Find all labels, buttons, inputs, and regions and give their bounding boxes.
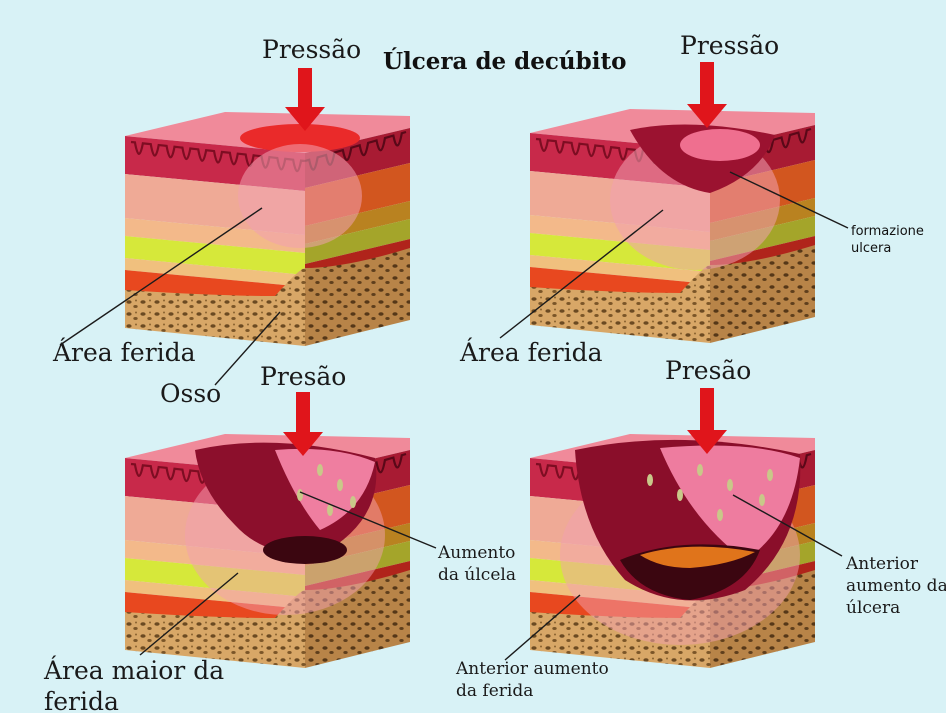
ulcer-surface	[680, 129, 760, 161]
tissue-fragment	[317, 464, 323, 476]
stage-1-bone-label: Osso	[160, 379, 221, 408]
stage-3-ulcer-label: Aumento da úlcela	[438, 542, 516, 586]
stage-4-ulcer-label: Anterior aumento da úlcera	[846, 553, 946, 619]
stage-1-wound-label: Área ferida	[53, 338, 196, 367]
tissue-fragment	[717, 509, 723, 521]
stage-4-wound-label: Anterior aumento da ferida	[456, 658, 609, 702]
stage-2-ulcer-label: formazione ulcera	[851, 223, 924, 257]
tissue-fragment	[337, 479, 343, 491]
tissue-fragment	[297, 489, 303, 501]
tissue-fragment	[647, 474, 653, 486]
skin-block-stage-2	[530, 109, 815, 343]
tissue-fragment	[697, 464, 703, 476]
skin-block-stage-4	[530, 434, 815, 668]
diagram-title: Úlcera de decúbito	[383, 48, 626, 75]
stage-1-pressure-label: Pressão	[262, 35, 361, 64]
stage-3-pressure-label: Presão	[260, 362, 346, 391]
tissue-fragment	[677, 489, 683, 501]
stage-4-pressure-label: Presão	[665, 356, 751, 385]
stage-2-pressure-label: Pressão	[680, 31, 779, 60]
tissue-fragment	[759, 494, 765, 506]
tissue-fragment	[767, 469, 773, 481]
tissue-fragment	[727, 479, 733, 491]
stage-3-wound-label: Área maior da ferida	[44, 655, 224, 713]
skin-block-stage-3	[125, 434, 410, 668]
skin-block-stage-1	[125, 112, 410, 346]
tissue-fragment	[350, 496, 356, 508]
stage-2-wound-label: Área ferida	[460, 338, 603, 367]
ulcer-base	[263, 536, 347, 564]
damaged-area	[238, 144, 362, 248]
